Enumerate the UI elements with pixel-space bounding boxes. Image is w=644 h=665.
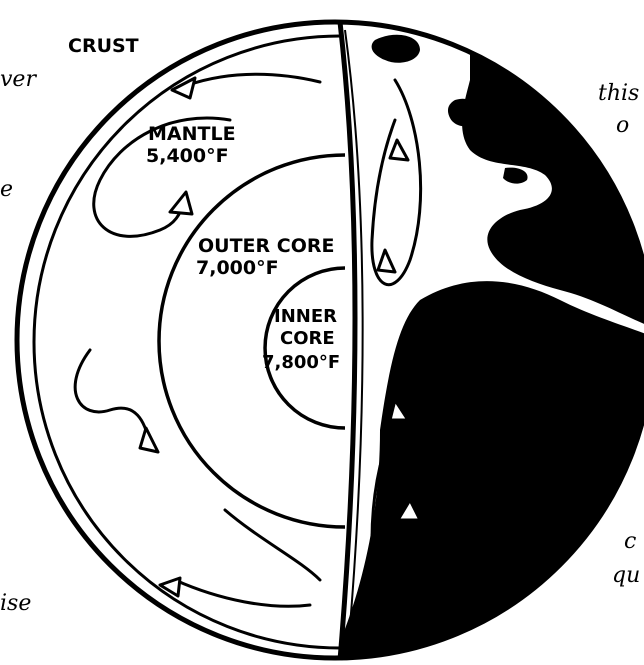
inner-core-temp-label: 7,800°F: [262, 352, 340, 373]
margin-text-right-top-1: this: [598, 81, 639, 106]
margin-text-right-bottom-1: c: [624, 529, 636, 554]
inner-core-label-line2: CORE: [280, 328, 335, 349]
inner-core-label-line1: INNER: [274, 306, 337, 327]
margin-text-left-top: ver: [0, 67, 37, 92]
margin-text-right-top-2: o: [616, 113, 629, 138]
outer-core-temp-label: 7,000°F: [196, 257, 279, 279]
mantle-name-label: MANTLE: [148, 123, 236, 145]
crust-label: CRUST: [68, 35, 139, 57]
mantle-temp-label: 5,400°F: [146, 145, 229, 167]
outer-core-name-label: OUTER CORE: [198, 235, 334, 257]
margin-text-right-bottom-2: qu: [612, 563, 640, 588]
margin-text-left-mid: e: [0, 177, 13, 202]
margin-text-left-bottom: ise: [0, 591, 31, 616]
